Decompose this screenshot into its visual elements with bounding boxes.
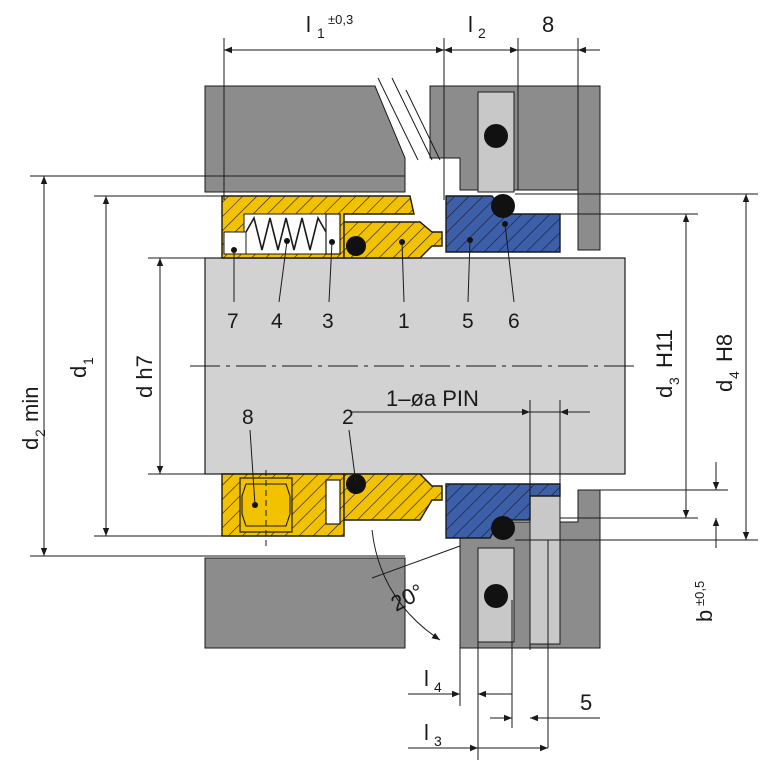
label-d3-suffix: H11 — [652, 329, 677, 368]
label-l1-sub: 1 — [317, 25, 325, 41]
housing — [204, 85, 601, 649]
part-5: 5 — [462, 310, 474, 333]
label-l2: l — [468, 12, 473, 37]
label-l4-sub: 4 — [434, 679, 442, 695]
label-dh7: d h7 — [132, 355, 157, 398]
label-l1: l — [306, 12, 311, 37]
part-6: 6 — [508, 310, 520, 333]
lower-seal-unit — [221, 470, 561, 608]
label-l1-tol: ±0,3 — [328, 12, 353, 27]
upper-seal-unit — [221, 124, 561, 259]
dimension-labels: l 1 ±0,3 l 2 8 d 2 min d 1 d h7 d 3 H11 … — [18, 12, 742, 749]
label-d2-sub: 2 — [32, 429, 48, 437]
label-b-tol: ±0,5 — [692, 581, 707, 606]
label-d1: d — [66, 366, 91, 378]
label-d4-suffix: H8 — [712, 334, 737, 362]
part-8: 8 — [242, 406, 254, 429]
label-l3: l — [424, 720, 429, 745]
label-b: b — [692, 610, 717, 622]
label-d2-suffix: min — [18, 387, 43, 422]
part-2: 2 — [342, 406, 354, 429]
label-d3-sub: 3 — [666, 377, 682, 385]
label-pin: 1–øa PIN — [386, 386, 479, 411]
label-width-8: 8 — [542, 12, 554, 37]
label-width-5: 5 — [580, 690, 592, 715]
part-numbers: 7 4 3 1 5 6 8 2 — [227, 223, 520, 506]
dimension-lines — [30, 38, 758, 760]
part-7: 7 — [227, 310, 239, 333]
label-d1-sub: 1 — [80, 357, 96, 365]
part-4: 4 — [271, 310, 283, 333]
label-l4: l — [424, 666, 429, 691]
label-d4-sub: 4 — [726, 371, 742, 379]
label-d2: d — [18, 438, 43, 450]
label-l3-sub: 3 — [434, 733, 442, 749]
label-d4: d — [712, 380, 737, 392]
label-l2-sub: 2 — [478, 25, 486, 41]
label-d3: d — [652, 386, 677, 398]
part-1: 1 — [398, 310, 410, 333]
spring — [245, 215, 327, 251]
part-3: 3 — [322, 310, 334, 333]
